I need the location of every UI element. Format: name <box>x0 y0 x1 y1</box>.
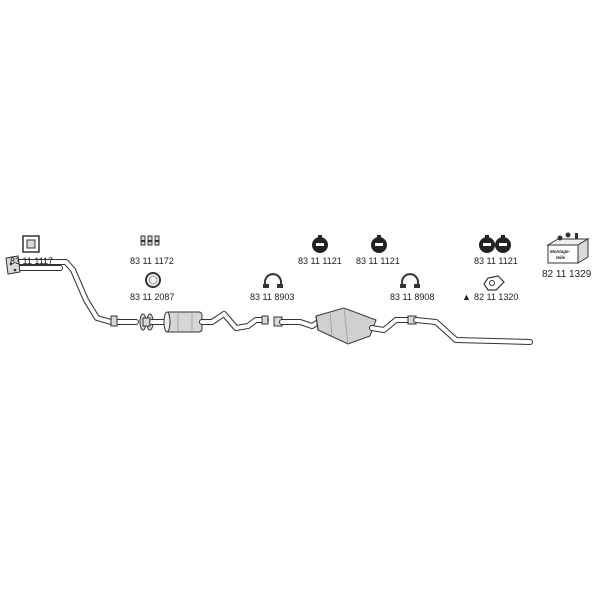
exhaust-pipe-assembly <box>5 255 533 345</box>
part-number-clamp-1: 83 11 8903 <box>250 292 294 302</box>
part-number-hanger-2: 83 11 1121 <box>356 256 400 266</box>
part-gasket[interactable]: 83 11 1117 <box>10 235 53 266</box>
part-number-hanger-1: 83 11 1121 <box>298 256 342 266</box>
part-hanger-3[interactable]: 83 11 1121 <box>474 235 518 266</box>
part-clamp-2[interactable]: 83 11 8908 <box>390 273 434 302</box>
rubber-hanger-icon <box>312 235 328 253</box>
mounting-kit-box-icon: Montage- teile <box>546 232 590 264</box>
part-number-bolts: 83 11 1172 <box>130 256 174 266</box>
manifold-flange <box>5 255 21 275</box>
kit-box-text-2: teile <box>556 255 566 260</box>
part-clamp-1[interactable]: 83 11 8903 <box>250 273 294 302</box>
part-bolts[interactable]: 83 11 1172 <box>130 235 174 266</box>
sealing-ring-icon <box>145 272 161 288</box>
rubber-hanger-icon <box>371 235 387 253</box>
kit-box-text-1: Montage- <box>550 249 570 254</box>
mounting-bracket-icon <box>483 275 505 291</box>
pipe-clamp-icon <box>400 273 420 288</box>
part-number-gasket: 83 11 1117 <box>10 256 53 266</box>
part-bracket[interactable]: ▲ 82 11 1320 <box>462 275 518 302</box>
part-number-clamp-2: 83 11 8908 <box>390 292 434 302</box>
pipe-clamp-icon <box>263 273 283 288</box>
bracket-marker: ▲ <box>462 292 471 302</box>
part-kit[interactable]: Montage- teile 82 11 1329 <box>542 232 592 281</box>
flange-gasket-icon <box>22 235 40 253</box>
rear-silencer <box>315 307 377 345</box>
part-number-kit: 82 11 1329 <box>542 269 592 280</box>
part-ring[interactable]: 83 11 2087 <box>130 272 174 302</box>
part-number-ring: 83 11 2087 <box>130 292 174 302</box>
part-number-bracket: 82 11 1320 <box>474 292 518 302</box>
part-hanger-2[interactable]: 83 11 1121 <box>356 235 400 266</box>
rubber-hanger-icon <box>479 235 511 253</box>
part-number-hanger-3: 83 11 1121 <box>474 256 518 266</box>
part-hanger-1[interactable]: 83 11 1121 <box>298 235 342 266</box>
front-silencer <box>163 311 203 333</box>
bolt-set-icon <box>140 235 160 246</box>
